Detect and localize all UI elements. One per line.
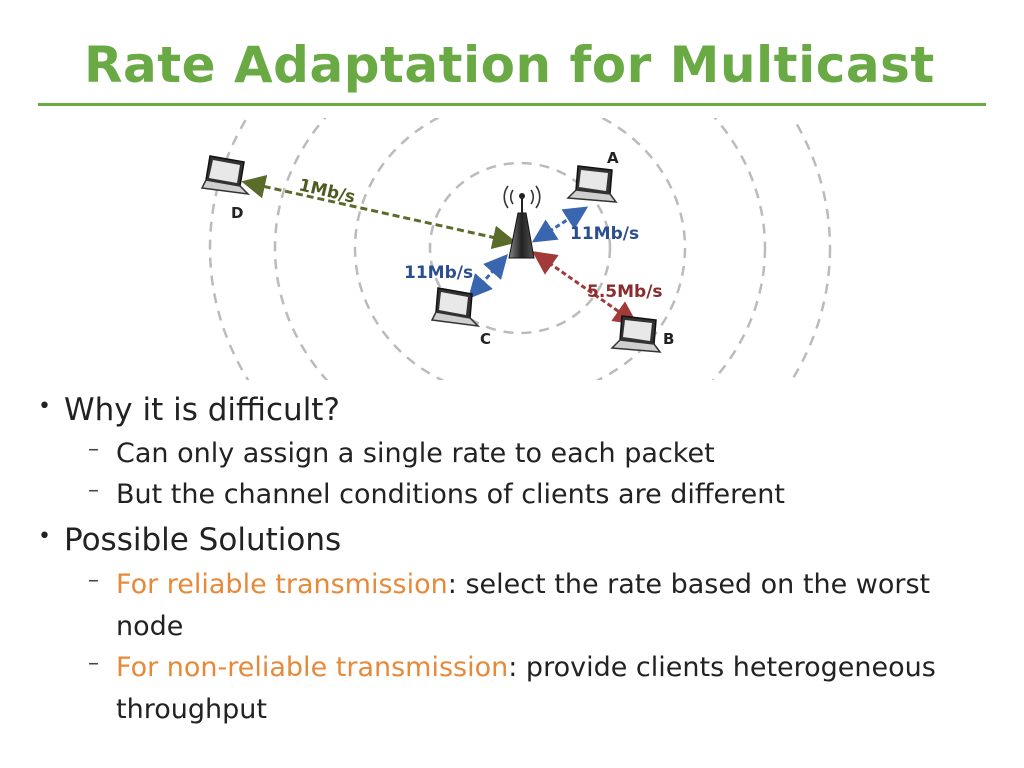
title-underline [38, 103, 986, 106]
sub-bullet-dash: – [88, 651, 99, 676]
link-a [531, 206, 589, 243]
sub-bullet-dash: – [88, 437, 99, 462]
slide-title: Rate Adaptation for Multicast [84, 36, 935, 94]
rate-label-d: 1Mb/s [297, 175, 357, 207]
rate-label-c: 11Mb/s [404, 263, 473, 283]
sub-bullet-text: For reliable transmission: select the ra… [116, 564, 936, 648]
sub-bullet-text: Can only assign a single rate to each pa… [116, 438, 715, 469]
node-label-c: C [480, 330, 491, 348]
sub-bullet-dash: – [88, 478, 99, 503]
highlight-text: For non-reliable transmission [116, 652, 509, 683]
bullet-text: Possible Solutions [64, 522, 342, 558]
bullet-dot: • [38, 524, 51, 549]
sub-bullet-rest: : select the rate based on the worst nod… [116, 569, 931, 642]
node-label-a: A [607, 149, 619, 167]
sub-bullet-dash: – [88, 568, 99, 593]
network-diagram: 1Mb/s 11Mb/s 11Mb/s 5.5Mb/s D A C B [200, 118, 832, 380]
laptop-icon-d [200, 155, 251, 196]
link-d [241, 174, 517, 250]
sub-bullet-rest: : provide clients heterogeneous throughp… [116, 652, 936, 725]
link-b [532, 251, 638, 325]
laptop-icon-c [430, 287, 481, 328]
bullet-text: Why it is difficult? [64, 392, 340, 428]
node-label-b: B [663, 330, 674, 348]
bullet-dot: • [38, 394, 51, 419]
rate-label-b: 5.5Mb/s [587, 282, 663, 302]
laptop-icon-a [566, 165, 618, 203]
rate-label-a: 11Mb/s [570, 224, 639, 244]
highlight-text: For reliable transmission [116, 569, 448, 600]
sub-bullet-text: For non-reliable transmission: provide c… [116, 647, 936, 731]
node-label-d: D [231, 204, 243, 222]
sub-bullet-text: But the channel conditions of clients ar… [116, 479, 785, 510]
laptop-icon-b [610, 315, 662, 353]
link-c [468, 254, 508, 299]
access-point-icon [503, 185, 541, 259]
